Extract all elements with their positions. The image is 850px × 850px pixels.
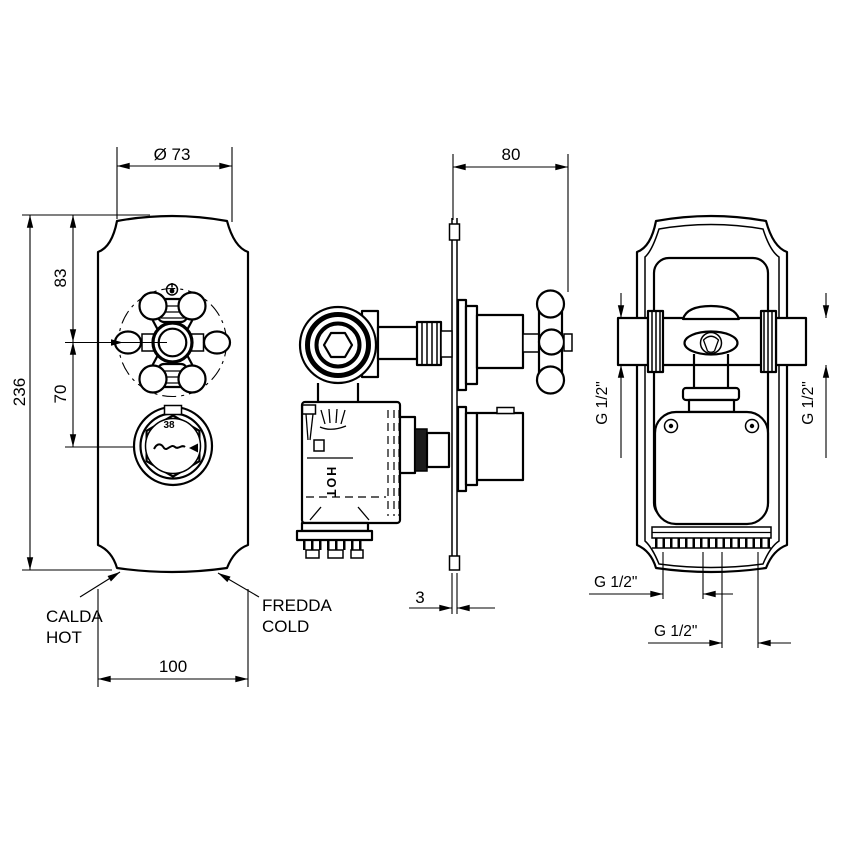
cartridge-nut: [414, 428, 428, 472]
dim-front-upper: 83: [51, 269, 70, 288]
handle-boss: [537, 328, 566, 356]
dial-brand-script: [153, 443, 186, 450]
handle-lobe: [177, 364, 207, 394]
rear-view: G 1/2" G 1/2" G 1/2" G 1/2": [589, 214, 830, 648]
dim-front-width: 100: [159, 657, 187, 676]
dim-front-diameter: Ø 73: [154, 145, 191, 164]
dim-rear-outlet2-thread: G 1/2": [654, 623, 697, 640]
front-plate: [96, 214, 250, 574]
front-view: 38 Ø 73 236 83 70 100 CALDA HOT FREDDA C…: [10, 145, 333, 687]
label-hot-english: HOT: [46, 628, 82, 647]
handle-lobe: [177, 291, 207, 321]
dim-rear-outlet1-thread: G 1/2": [594, 574, 637, 591]
dim-side-depth: 80: [502, 145, 521, 164]
rear-bottom-flange: [651, 526, 772, 549]
body-crown-marking: [319, 408, 347, 430]
right-pipe: [774, 316, 808, 367]
label-cold-italian: FREDDA: [262, 596, 333, 615]
dim-front-overall-height: 236: [10, 378, 29, 406]
label-hot-italian: CALDA: [46, 607, 103, 626]
rear-dimensions: G 1/2" G 1/2" G 1/2" G 1/2": [589, 293, 830, 648]
side-view: HOT: [295, 145, 573, 614]
rear-valve-housing: [653, 410, 770, 526]
handle-indicator-icon: [165, 283, 179, 296]
body-bottom-flange: [295, 521, 374, 559]
side-valve-body: HOT: [295, 400, 451, 559]
rear-handle-hub: [702, 335, 720, 353]
side-trim-volume: [456, 405, 525, 493]
handle-ball: [535, 365, 566, 395]
dim-rear-right-thread: G 1/2": [800, 381, 817, 424]
handle-ball: [535, 289, 566, 319]
left-pipe: [616, 316, 650, 367]
dim-plate-thickness: 3: [415, 588, 424, 607]
centerline-arrow: [111, 339, 123, 346]
hex-socket: [322, 331, 354, 359]
handle-lobe: [138, 291, 168, 321]
side-upper-inlet: [298, 305, 453, 402]
side-dimensions: 80 3: [409, 145, 569, 614]
side-wall-plate: [448, 218, 461, 571]
dim-front-lower: 70: [51, 385, 70, 404]
housing-screw: [744, 418, 760, 434]
rear-plate-inner: [644, 223, 780, 569]
front-thermostat-dial: 38: [65, 404, 214, 487]
dial-temperature-label: 38: [163, 420, 175, 431]
label-cold-english: COLD: [262, 617, 309, 636]
handle-side-lobe: [202, 330, 232, 355]
rear-supply-pipes: [616, 309, 808, 374]
side-trim-handle: [456, 289, 573, 395]
front-extension-lines: [22, 147, 249, 687]
dial-pointer-icon: [189, 443, 198, 453]
rear-mixer-body: [653, 304, 770, 526]
dim-rear-left-thread: G 1/2": [594, 381, 611, 424]
front-cross-handle: [65, 283, 232, 398]
housing-screw: [663, 418, 679, 434]
front-labels: CALDA HOT FREDDA COLD: [46, 571, 333, 647]
body-hot-marking: HOT: [324, 467, 338, 499]
handle-lobe: [138, 364, 168, 394]
front-dimensions: Ø 73 236 83 70 100: [10, 145, 249, 683]
